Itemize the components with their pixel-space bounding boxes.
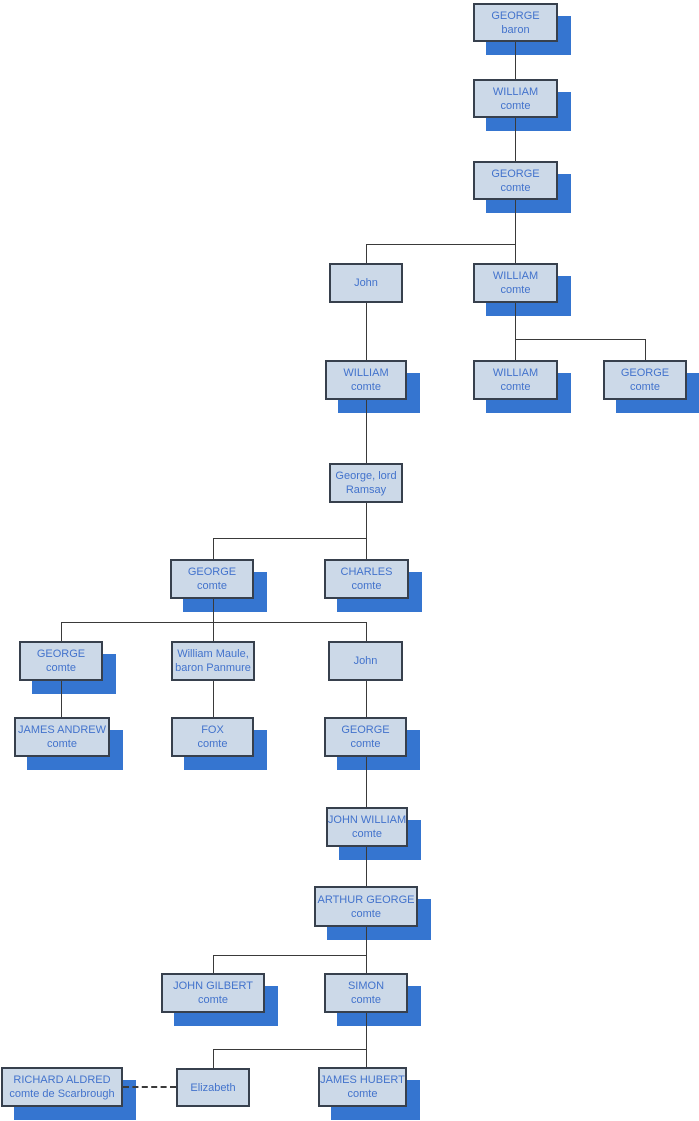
person-name: WILLIAM <box>492 367 539 379</box>
tree-connector-line <box>366 847 367 887</box>
person-title: comte <box>352 828 382 840</box>
tree-connector-line <box>213 1049 367 1050</box>
tree-node-william-comte-3[interactable]: WILLIAM comte <box>325 360 407 400</box>
person-name: GEORGE <box>491 9 540 22</box>
person-name: GEORGE <box>491 167 540 180</box>
person-title: comte <box>500 381 531 393</box>
person-name: John <box>353 655 378 667</box>
marriage-connector-dashed <box>123 1086 176 1088</box>
person-name: William Maule, <box>177 648 249 660</box>
person-name: GEORGE <box>341 724 390 736</box>
person-title: Ramsay <box>345 484 387 496</box>
tree-connector-line <box>366 622 367 642</box>
tree-node-james-hubert-comte[interactable]: JAMES HUBERT comte <box>318 1067 407 1107</box>
person-title: comte de Scarbrough <box>9 1088 115 1100</box>
tree-connector-line <box>213 538 367 539</box>
tree-connector-line <box>213 599 214 642</box>
tree-node-fox-comte[interactable]: FOX comte <box>171 717 254 757</box>
person-title: comte <box>351 580 382 592</box>
tree-connector-line <box>366 303 367 361</box>
person-title: comte <box>351 994 381 1006</box>
tree-node-william-comte-4[interactable]: WILLIAM comte <box>473 360 558 400</box>
tree-connector-line <box>213 955 367 956</box>
person-name: FOX <box>201 724 224 736</box>
person-name: GEORGE <box>187 566 237 578</box>
tree-connector-line <box>366 1013 367 1050</box>
tree-connector-line <box>366 244 367 264</box>
tree-node-richard-aldred-scarbrough[interactable]: RICHARD ALDRED comte de Scarbrough <box>1 1067 123 1107</box>
person-title: comte <box>46 662 76 674</box>
tree-node-simon-comte[interactable]: SIMON comte <box>324 973 408 1013</box>
person-name: WILLIAM <box>492 270 539 282</box>
person-title: comte <box>500 99 531 112</box>
person-name: GEORGE <box>620 367 670 379</box>
tree-connector-line <box>645 339 646 361</box>
tree-connector-line <box>366 1049 367 1068</box>
person-name: JAMES HUBERT <box>320 1074 405 1086</box>
person-title: comte <box>197 580 227 592</box>
tree-connector-line <box>366 503 367 560</box>
tree-node-george-comte-5[interactable]: GEORGE comte <box>324 717 407 757</box>
tree-node-william-comte-2[interactable]: WILLIAM comte <box>473 263 558 303</box>
person-name: RICHARD ALDRED <box>13 1074 111 1086</box>
tree-node-john-2[interactable]: John <box>328 641 403 681</box>
tree-node-john-gilbert-comte[interactable]: JOHN GILBERT comte <box>161 973 265 1013</box>
person-title: comte <box>500 284 531 296</box>
person-title: comte <box>500 181 531 194</box>
tree-connector-line <box>515 339 646 340</box>
person-name: WILLIAM <box>343 367 389 379</box>
person-title: comte <box>197 738 228 750</box>
person-title: comte <box>630 381 660 393</box>
tree-connector-line <box>213 1049 214 1069</box>
tree-connector-line <box>515 303 516 361</box>
person-title: baron Panmure <box>175 662 251 674</box>
tree-connector-line <box>61 681 62 718</box>
tree-connector-line <box>366 757 367 808</box>
tree-node-elizabeth[interactable]: Elizabeth <box>176 1068 250 1107</box>
tree-connector-line <box>366 681 367 718</box>
tree-connector-line <box>213 681 214 718</box>
person-name: ARTHUR GEORGE <box>317 893 415 906</box>
tree-connector-line <box>515 200 516 264</box>
tree-connector-line <box>366 244 516 245</box>
tree-connector-line <box>61 622 367 623</box>
person-title: comte <box>351 907 381 920</box>
person-title: comte <box>347 1088 378 1100</box>
tree-node-william-maule-panmure[interactable]: William Maule, baron Panmure <box>171 641 255 681</box>
person-name: Elizabeth <box>190 1081 236 1094</box>
tree-node-charles-comte[interactable]: CHARLES comte <box>324 559 409 599</box>
tree-connector-line <box>213 538 214 560</box>
tree-node-george-comte-2[interactable]: GEORGE comte <box>603 360 687 400</box>
tree-node-george-comte-3[interactable]: GEORGE comte <box>170 559 254 599</box>
person-name: JAMES ANDREW <box>17 724 106 736</box>
tree-connector-line <box>366 400 367 464</box>
person-title: baron <box>501 23 530 36</box>
tree-connector-line <box>213 955 214 974</box>
tree-node-james-andrew-comte[interactable]: JAMES ANDREW comte <box>14 717 110 757</box>
person-name: GEORGE <box>36 648 86 660</box>
tree-connector-line <box>61 622 62 642</box>
person-title: comte <box>198 994 228 1006</box>
person-name: CHARLES <box>340 566 393 578</box>
tree-connector-line <box>515 42 516 80</box>
tree-node-john-1[interactable]: John <box>329 263 403 303</box>
tree-connector-line <box>366 927 367 974</box>
person-name: JOHN GILBERT <box>173 980 253 992</box>
person-name: John <box>354 277 378 289</box>
person-title: comte <box>350 738 381 750</box>
tree-connector-line <box>515 118 516 162</box>
person-title: comte <box>47 738 77 750</box>
person-name: George, lord <box>335 470 397 482</box>
person-name: JOHN WILLIAM <box>327 814 407 826</box>
person-name: WILLIAM <box>492 85 539 98</box>
person-title: comte <box>351 381 381 393</box>
person-name: SIMON <box>347 980 385 992</box>
tree-node-john-william-comte[interactable]: JOHN WILLIAM comte <box>326 807 408 847</box>
tree-node-george-comte-4[interactable]: GEORGE comte <box>19 641 103 681</box>
